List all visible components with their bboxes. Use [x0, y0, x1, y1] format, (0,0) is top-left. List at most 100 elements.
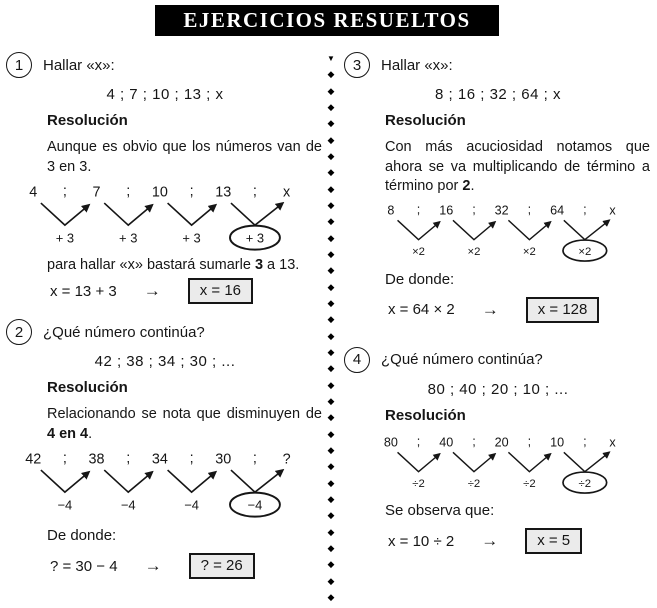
diamond-icon: ◆	[327, 330, 335, 341]
diamond-icon: ◆	[327, 101, 335, 112]
op-label: −4	[58, 498, 73, 513]
term: 32	[495, 203, 509, 217]
sequence-diagram-2: 42 ; 38 ; 34 ; 30 ; ? −4 −4 −4 −4	[25, 451, 291, 518]
separator: ;	[417, 202, 421, 216]
implies-arrow-icon: →	[481, 531, 499, 551]
diamond-icon: ◆	[327, 297, 335, 308]
separator: ;	[472, 202, 476, 216]
term: 80	[384, 435, 398, 449]
answer-box: x = 128	[525, 296, 600, 323]
term: 7	[93, 184, 101, 200]
body-post: .	[88, 425, 93, 442]
exercise-prompt: ¿Qué número continúa?	[381, 351, 543, 369]
term: 13	[215, 184, 231, 200]
diamond-icon: ◆	[327, 461, 335, 472]
sequence-line: 4 ; 7 ; 10 ; 13 ; x	[106, 86, 224, 103]
op-label: + 3	[119, 231, 137, 246]
sequence-diagram-3: 8 ; 16 ; 32 ; 64 ; x ×2 ×2 ×2 ×2	[387, 202, 616, 262]
zigzag-arrow	[452, 451, 497, 473]
op-label: + 3	[56, 231, 74, 246]
separator: ;	[583, 434, 587, 448]
diamond-icon: ◆	[327, 395, 335, 406]
exercise-number-badge: 1	[6, 52, 32, 78]
separator: ;	[583, 202, 587, 216]
diamond-icon: ◆	[327, 510, 335, 521]
circled-op	[229, 491, 281, 518]
equation-lhs: ? = 30 − 4	[50, 557, 118, 575]
term: 16	[439, 203, 453, 217]
page-title: EJERCICIOS RESUELTOS	[183, 8, 471, 32]
triangle-icon: ▼	[327, 54, 335, 63]
zigzag-arrow	[563, 218, 611, 241]
term: 38	[89, 452, 105, 468]
equation-lhs: x = 13 + 3	[50, 282, 117, 300]
zigzag-arrow	[507, 219, 552, 241]
circled-op	[562, 470, 608, 494]
diamond-icon: ◆	[327, 69, 335, 80]
answer-box: ? = 26	[188, 553, 255, 580]
term: 10	[550, 435, 564, 449]
diamond-icon: ◆	[327, 559, 335, 570]
separator: ;	[63, 184, 67, 200]
op-label: −4	[121, 498, 136, 513]
term: 8	[387, 203, 394, 217]
diamond-icon: ◆	[327, 363, 335, 374]
op-label: −4	[248, 498, 263, 513]
body-post: .	[470, 178, 475, 195]
body-bold: 2	[462, 178, 471, 195]
sequence-line: 80 ; 40 ; 20 ; 10 ; ...	[427, 380, 569, 398]
separator: ;	[126, 451, 130, 467]
term: 64	[550, 203, 564, 217]
lead-in-text: De donde:	[385, 270, 455, 288]
resolution-body: Aunque es obvio que los números van de 3…	[47, 139, 322, 175]
diamond-icon: ◆	[327, 444, 335, 455]
exercise-prompt: Hallar «x»:	[381, 56, 453, 74]
exercise-4: 4 ¿Qué número continúa? 80 ; 40 ; 20 ; 1…	[344, 346, 652, 555]
body-bold: 4 en 4	[47, 425, 89, 442]
zigzag-arrow	[103, 202, 154, 227]
zigzag-arrow	[40, 469, 91, 494]
separator: ;	[126, 184, 130, 200]
sequence-diagram-4: 80 ; 40 ; 20 ; 10 ; x ÷2 ÷2 ÷2 ÷2	[384, 434, 616, 494]
term: x	[283, 184, 291, 200]
resolution-body: Con más acuciosidad notamos que ahora se…	[385, 138, 650, 197]
column-divider: ▼ ◆◆◆◆◆◆◆◆◆◆◆◆◆◆◆◆◆◆◆◆◆◆◆◆◆◆◆◆◆◆◆◆◆	[323, 54, 339, 602]
answer-box: x = 16	[187, 278, 253, 305]
body-pre: Con más acuciosidad notamos que ahora se…	[385, 139, 650, 195]
exercise-2: 2 ¿Qué número continúa? 42 ; 38 ; 34 ; 3…	[6, 319, 324, 580]
zigzag-arrow	[397, 451, 441, 473]
sequence-line: 42 ; 38 ; 34 ; 30 ; ...	[94, 353, 236, 371]
op-label: ÷2	[468, 477, 481, 489]
answer-box: x = 5	[525, 528, 583, 555]
exercise-4-header: 4 ¿Qué número continúa?	[344, 346, 652, 373]
right-column: 3 Hallar «x»: 8 ; 16 ; 32 ; 64 ; x Resol…	[344, 52, 652, 555]
sequence-line: 8 ; 16 ; 32 ; 64 ; x	[435, 86, 561, 103]
implies-arrow-icon: →	[143, 281, 161, 301]
term: x	[609, 435, 616, 449]
exercise-1: 1 Hallar «x»: 4 ; 7 ; 10 ; 13 ; x Resolu…	[6, 52, 324, 305]
diamond-icon: ◆	[327, 183, 335, 194]
zigzag-arrow	[397, 219, 441, 241]
conclusion-pre: para hallar «x» bastará sumarle	[47, 257, 255, 274]
separator: ;	[190, 184, 194, 200]
diamond-icon: ◆	[327, 85, 335, 96]
diamond-icon: ◆	[327, 281, 335, 292]
diamond-icon: ◆	[327, 232, 335, 243]
term: 20	[495, 435, 509, 449]
diamond-icon: ◆	[327, 526, 335, 537]
resolution-heading: Resolución	[47, 112, 128, 129]
exercise-prompt: ¿Qué número continúa?	[43, 323, 205, 341]
equation-row: ? = 30 − 4 → ? = 26	[50, 553, 324, 580]
zigzag-arrow	[452, 219, 497, 241]
diamond-icon: ◆	[327, 428, 335, 439]
lead-in-text: Se observa que:	[385, 502, 495, 520]
equation-row: x = 10 ÷ 2 → x = 5	[388, 528, 652, 555]
exercise-2-header: 2 ¿Qué número continúa?	[6, 319, 324, 346]
separator: ;	[190, 451, 194, 467]
conclusion-text: para hallar «x» bastará sumarle 3 a 13.	[47, 257, 324, 273]
separator: ;	[63, 451, 67, 467]
resolution-heading: Resolución	[385, 406, 466, 424]
exercise-1-header: 1 Hallar «x»:	[6, 52, 324, 78]
diamond-icon: ◆	[327, 265, 335, 276]
diamond-icon: ◆	[327, 216, 335, 227]
